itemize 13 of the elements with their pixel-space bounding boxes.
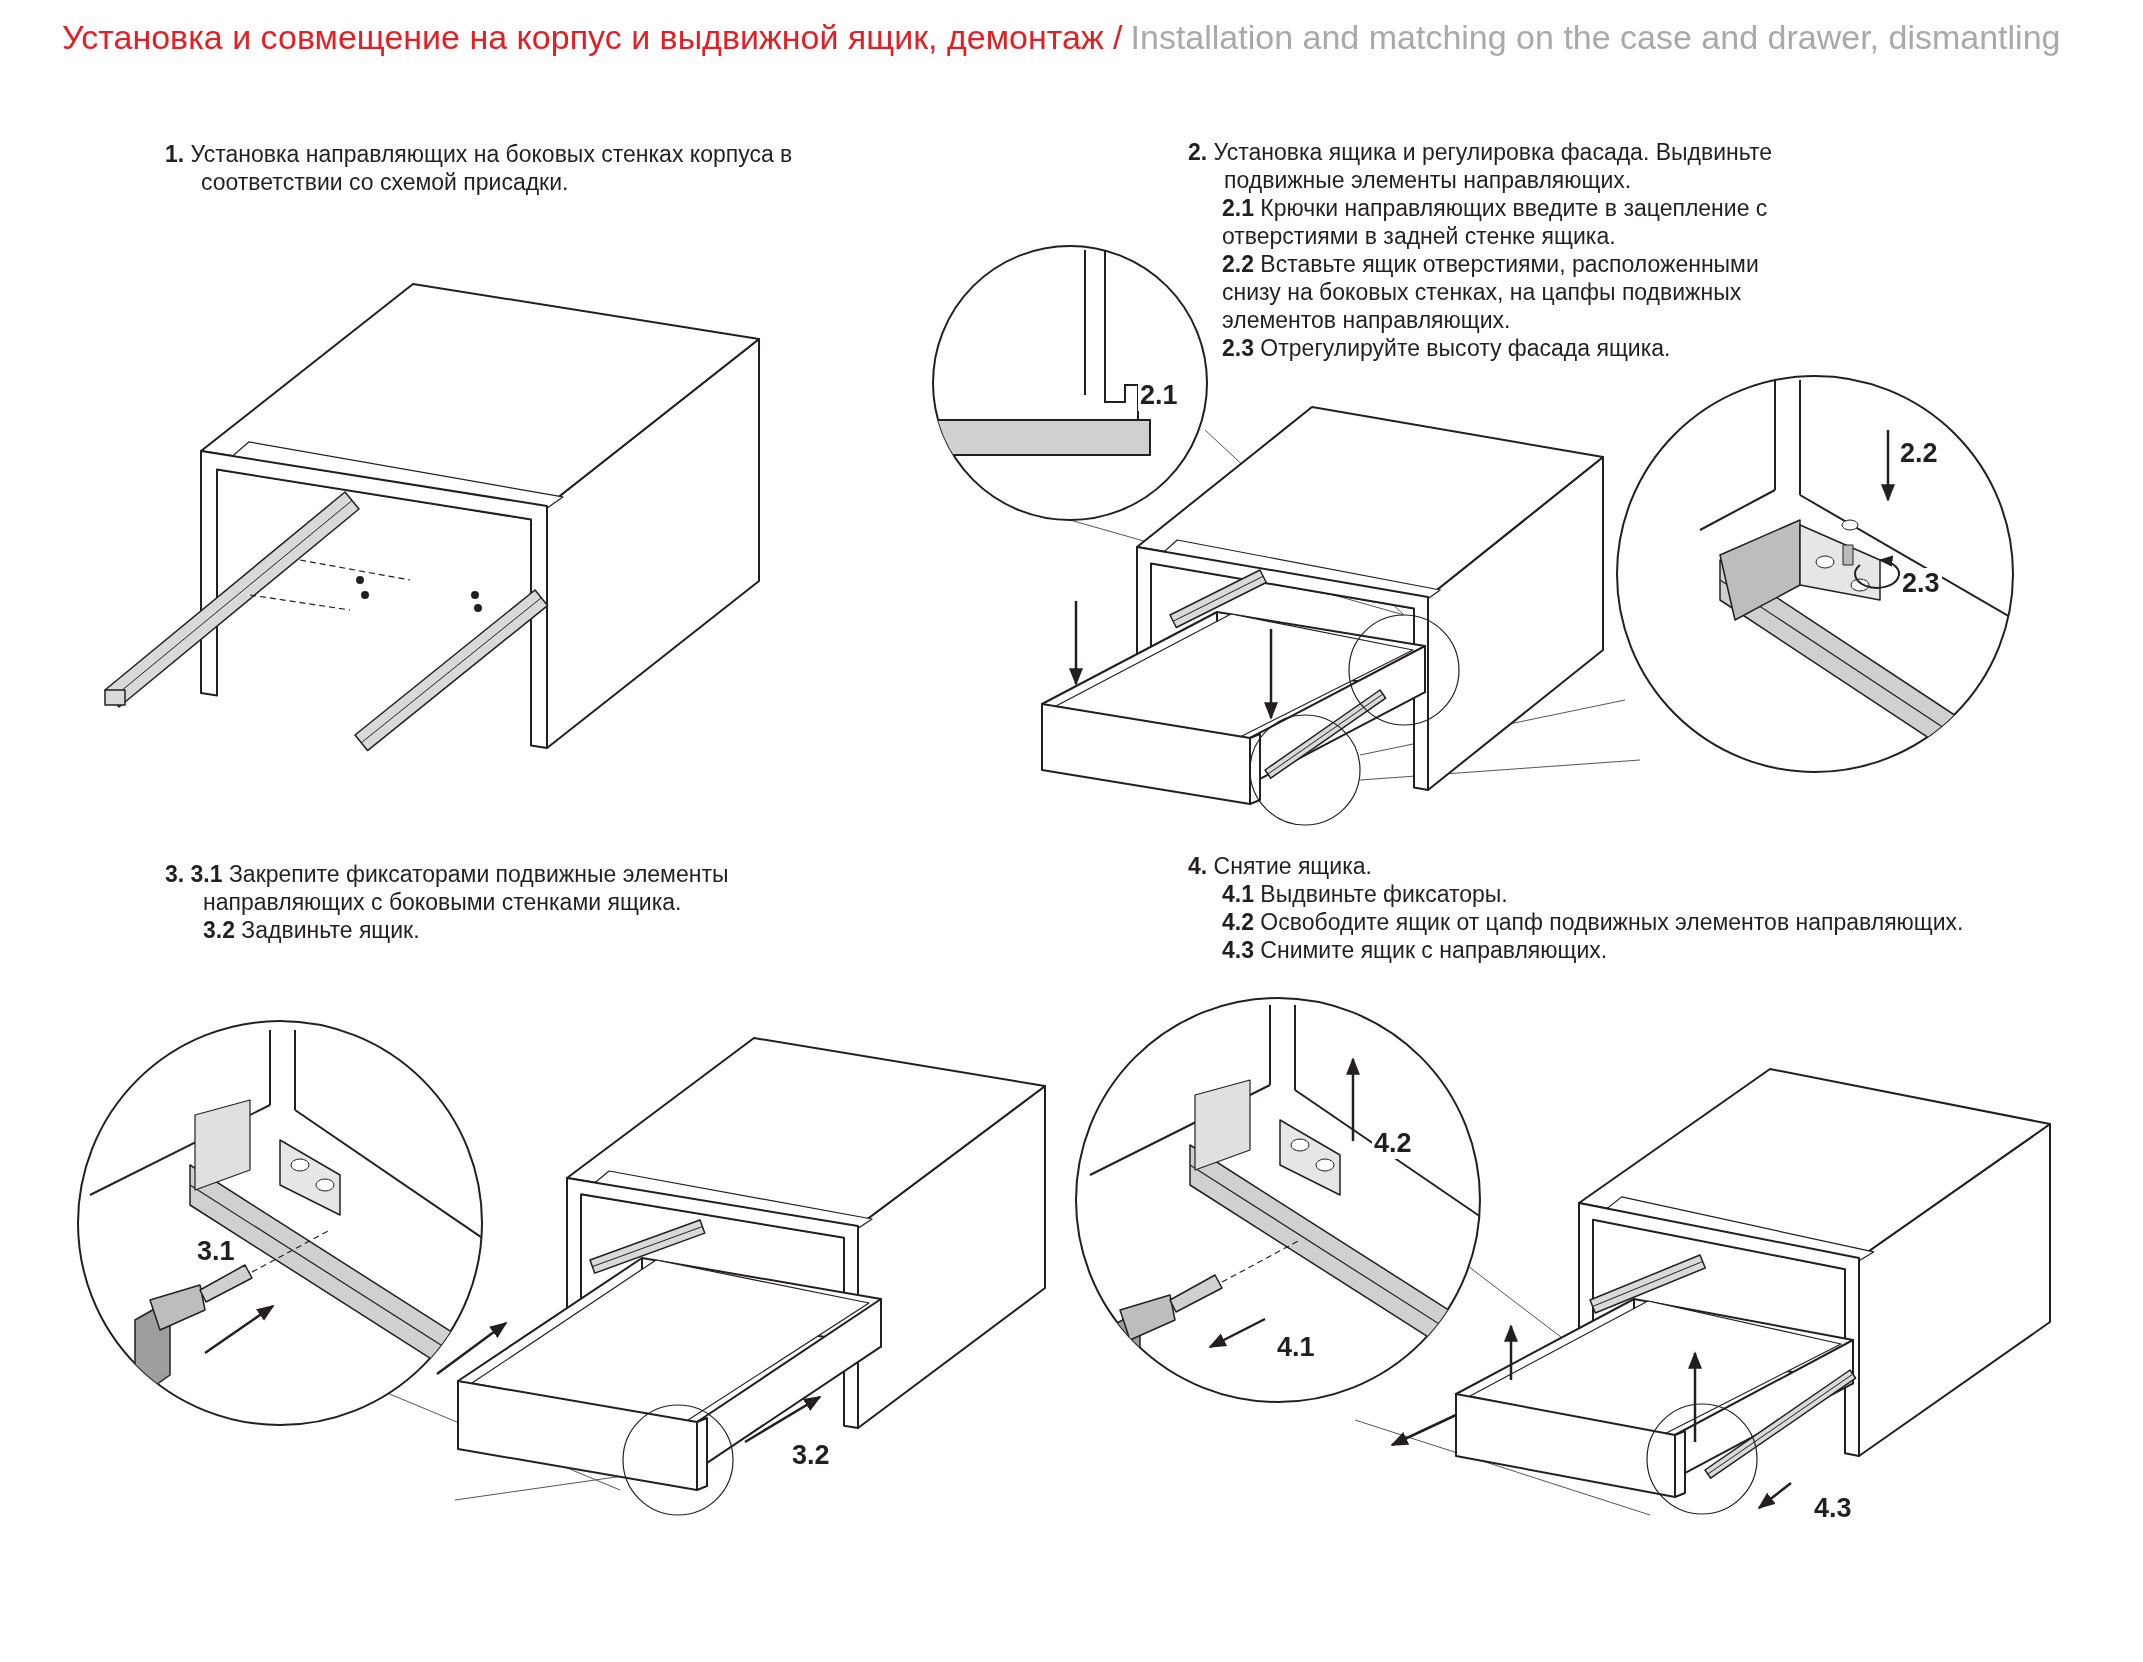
instruction-text: 1. Установка направляющих на боковых стенках корпуса в соответствии со схемой присадки.	[165, 140, 794, 196]
instruction-text: 2.2 Вставьте ящик отверстиями, расположенными снизу на боковых стенках, на цапфы подвижных элементов направляющих.	[1222, 250, 1760, 334]
instruction-text: 4.3 Снимите ящик с направляющих.	[1222, 936, 1609, 964]
page-title: Установка и совмещение на корпус и выдвижной ящик, демонтаж /	[62, 18, 1123, 57]
page-subtitle: Installation and matching on the case and drawer, dismantling	[1130, 18, 2061, 57]
instruction-text: 4.2 Освободите ящик от цапф подвижных элементов направляющих.	[1222, 908, 1965, 936]
instruction-text: 3. 3.1 Закрепите фиксаторами подвижные элементы направляющих с боковыми стенками ящика.	[165, 860, 730, 916]
instruction-text: 3.2 Задвиньте ящик.	[203, 916, 421, 944]
instruction-text: 2.3 Отрегулируйте высоту фасада ящика.	[1222, 334, 1672, 362]
instruction-text: 4. Снятие ящика.	[1188, 852, 1373, 880]
instruction-text: 2. Установка ящика и регулировка фасада. Выдвиньте подвижные элементы направляющих.	[1188, 138, 1773, 194]
instruction-text: 4.1 Выдвиньте фиксаторы.	[1222, 880, 1509, 908]
instruction-text: 2.1 Крючки направляющих введите в зацепление с отверстиями в задней стенке ящика.	[1222, 194, 1769, 250]
